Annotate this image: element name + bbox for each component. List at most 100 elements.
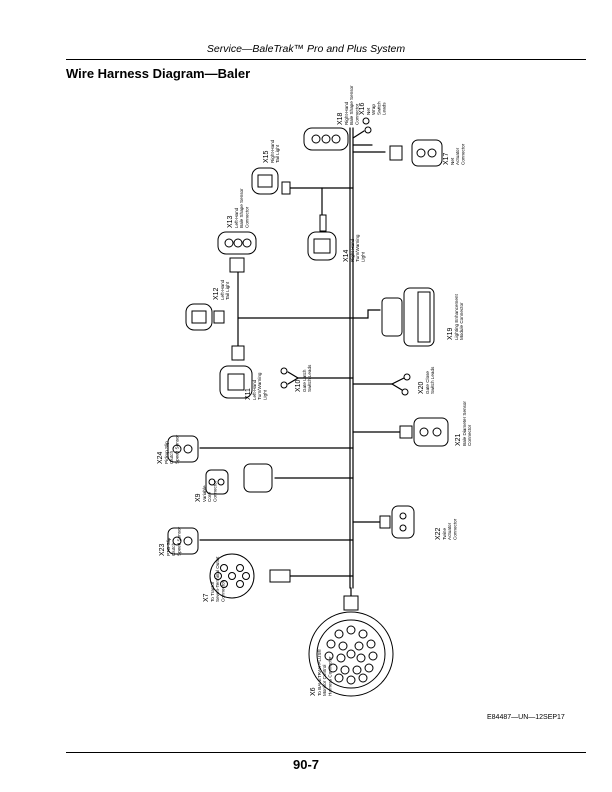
connector-description: Connector [460,143,465,165]
connector-description: Turn/Warning [355,234,360,262]
connector-description: Bale Shape Sensor [239,188,244,228]
connector-id: X23 [159,543,166,556]
connector-id: X11 [245,388,252,400]
connector-description: Light [360,251,365,262]
connector-description: PTO Slip [166,537,171,556]
connector-description: Switch [376,101,381,115]
figure-code: E84487—UN—12SEP17 [487,714,565,721]
connector-id: X13 [227,215,234,228]
connector-id: X6 [310,687,317,696]
connector-id: X20 [418,381,425,394]
header-rule [66,59,586,60]
connector-description: Module Connector [459,302,464,340]
connector-id: X22 [435,527,442,540]
connector-id: X12 [213,287,220,300]
x17-plug [389,145,403,161]
connector-description: Leads [382,102,387,115]
running-header: Service—BaleTrak™ Pro and Plus System [206,43,406,55]
connector-description: Lighting Enhancement [454,294,459,340]
harness-wires [199,127,405,597]
page-title: Wire Harness Diagram—Baler [66,66,251,81]
connector-description: Switch Leads [430,366,435,394]
connector-id: X17 [443,152,450,165]
connector-description: Gate Latch [302,369,307,392]
x16-lead [364,126,372,134]
connector-description: Tail Light [275,144,280,163]
footer-rule [66,752,586,753]
connector-description: Turn/Warning [257,372,262,400]
connector-description: Tail Light [225,281,230,300]
connector-id: X10 [295,379,302,392]
connector-description: Actuator [447,522,452,540]
connector-description: Variable [202,485,207,502]
connector-description: Connector [452,518,457,540]
connector-id: X19 [447,327,454,340]
x23-connector [167,527,199,555]
connector-description: Actuator [455,147,460,165]
connector-description: Right-Hand [270,139,275,163]
x21-connector [413,417,449,447]
connector-description: Connector [467,424,472,446]
connector-id: X7 [203,593,210,602]
connector-description: Bale Shape Sensor [349,85,354,125]
connector-description: Harness Connector [327,656,332,696]
x17-connector [411,139,443,167]
x9-connector [243,463,273,493]
connector-description: Speed Sensor [176,526,181,556]
connector-description: Wrap [371,104,376,115]
connector-id: X14 [343,249,350,262]
connector-description: To Tractor [210,581,215,602]
connector-description: Bale Diameter Sensor [462,401,467,446]
connector-description: Gate Close [425,371,430,394]
connector-description: Connector [244,206,249,228]
connector-symbols [167,117,449,697]
x22-connector [391,505,415,539]
connector-description: Switch Leads [307,364,312,392]
connector-id: X18 [337,112,344,125]
connector-description: Light [262,389,267,400]
connector-description: Pickup Slip [164,441,169,464]
connector-description: Right-Hand [344,101,349,125]
connector-description: Left-Hand [252,379,257,400]
connector-description: Net [366,107,371,115]
connector-description: Connector [220,580,225,602]
connector-description: To BALETRAK PLUS® [316,649,322,696]
connector-id: X21 [455,433,462,446]
x24-connector [167,435,199,463]
connector-id: X15 [263,150,270,163]
connector-id: X24 [157,451,164,464]
connector-description: Clutch [171,543,176,556]
connector-description: Connector [354,103,359,125]
connector-description: Clutch [169,451,174,464]
connector-description: Monitor Control [322,665,327,696]
page-number: 90-7 [292,757,320,772]
connector-description: Twine [442,528,447,540]
connector-description: Seven-Terminal Outlet [215,556,220,602]
connector-description: Left-Hand [220,279,225,300]
connector-description: Connector [212,480,217,502]
connector-description: Core [207,492,212,502]
connector-id: X9 [195,493,202,502]
connector-description: Right-Hand [350,238,355,262]
x16-lead [362,117,370,125]
